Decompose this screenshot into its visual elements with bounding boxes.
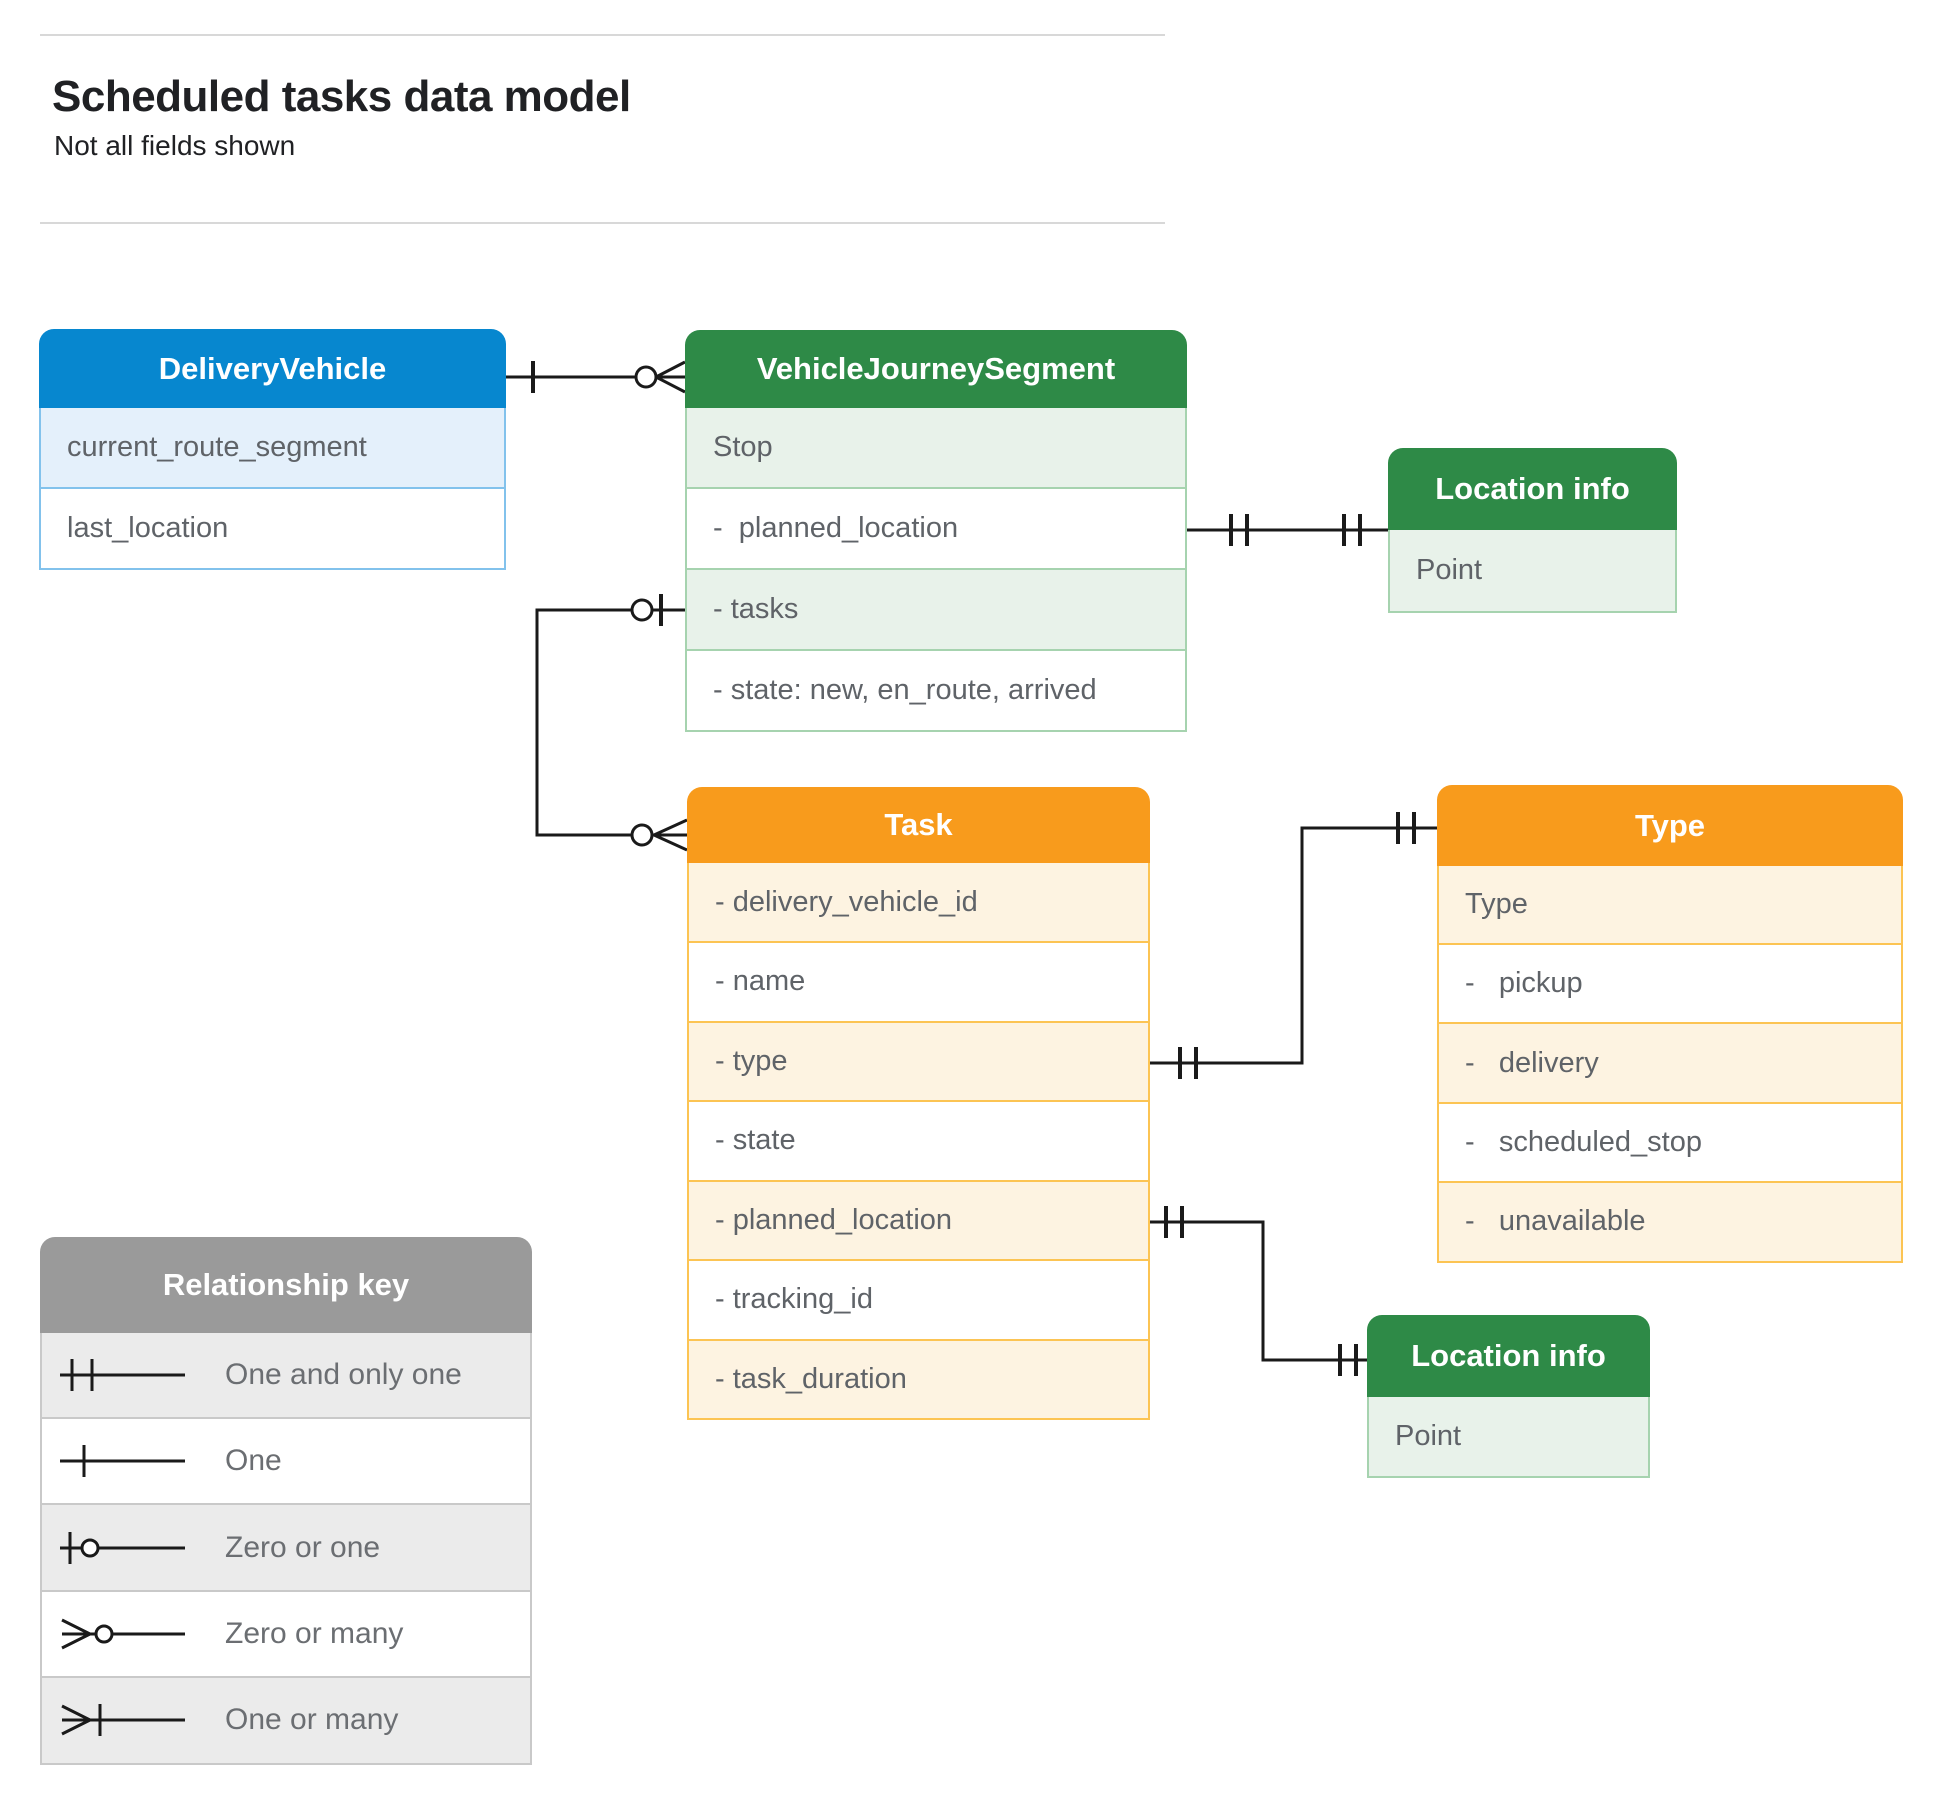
field-planned-location: - planned_location — [689, 1179, 1148, 1259]
rel-vehiclejourneysegment-locationinfo — [1187, 514, 1388, 546]
entity-vehicle-journey-segment: VehicleJourneySegment Stop - planned_loc… — [685, 330, 1187, 732]
zero-or-many-icon — [61, 1618, 185, 1650]
field-name: - name — [689, 941, 1148, 1021]
legend-label: Zero or many — [225, 1616, 404, 1650]
field-pickup: - pickup — [1439, 943, 1901, 1022]
relationship-key: Relationship key One and only one One Ze… — [40, 1237, 532, 1765]
field-stop: Stop — [687, 408, 1185, 487]
entity-task-title: Task — [687, 787, 1150, 863]
entity-delivery-vehicle-title: DeliveryVehicle — [39, 329, 506, 408]
entity-task: Task - delivery_vehicle_id - name - type… — [687, 787, 1150, 1420]
field-tracking-id: - tracking_id — [689, 1259, 1148, 1339]
one-or-many-icon — [61, 1704, 185, 1737]
field-type: - type — [689, 1020, 1148, 1100]
legend-label: One and only one — [225, 1358, 462, 1391]
page-title: Scheduled tasks data model — [52, 72, 631, 121]
relationship-key-title: Relationship key — [40, 1237, 532, 1333]
field-state: - state — [689, 1100, 1148, 1180]
field-scheduled-stop: - scheduled_stop — [1439, 1101, 1901, 1181]
field-delivery: - delivery — [1439, 1022, 1901, 1102]
field-state: - state: new, en_route, arrived — [687, 649, 1185, 730]
field-last-location: last_location — [41, 487, 504, 568]
rel-task-locationinfo — [1150, 1206, 1367, 1376]
rel-task-type — [1150, 812, 1437, 1079]
one-and-only-one-icon — [60, 1359, 185, 1391]
field-point: Point — [1390, 530, 1675, 611]
field-task-duration: - task_duration — [689, 1338, 1148, 1418]
field-planned-location: - planned_location — [687, 487, 1185, 568]
entity-delivery-vehicle: DeliveryVehicle current_route_segment la… — [39, 329, 506, 570]
entity-location-info-bottom: Location info Point — [1367, 1315, 1650, 1478]
legend-label: One — [225, 1444, 282, 1478]
legend-item: Zero or one — [42, 1503, 530, 1590]
one-icon — [60, 1445, 185, 1478]
entity-type-title: Type — [1437, 785, 1903, 866]
entity-vehicle-journey-segment-title: VehicleJourneySegment — [685, 330, 1187, 408]
legend-item: One — [42, 1417, 530, 1503]
subtitle-divider — [40, 222, 1165, 224]
field-unavailable: - unavailable — [1439, 1181, 1901, 1261]
entity-location-info-top: Location info Point — [1388, 448, 1677, 613]
field-point: Point — [1369, 1397, 1648, 1476]
entity-type: Type Type - pickup - delivery - schedule… — [1437, 785, 1903, 1263]
legend-item: Zero or many — [42, 1589, 530, 1676]
legend-label: One or many — [225, 1703, 399, 1737]
rel-vehiclejourneysegment-task — [535, 594, 688, 852]
entity-location-info-bottom-title: Location info — [1367, 1315, 1650, 1397]
field-current-route-segment: current_route_segment — [41, 408, 504, 487]
legend-item: One and only one — [42, 1333, 530, 1417]
legend-item: One or many — [42, 1676, 530, 1763]
entity-location-info-top-title: Location info — [1388, 448, 1677, 530]
field-type-label: Type — [1439, 866, 1901, 943]
legend-label: Zero or one — [225, 1530, 381, 1564]
page-subtitle: Not all fields shown — [54, 130, 296, 161]
zero-or-one-icon — [60, 1531, 185, 1564]
field-delivery-vehicle-id: - delivery_vehicle_id — [689, 863, 1148, 941]
field-tasks: - tasks — [687, 568, 1185, 649]
top-divider — [40, 34, 1165, 36]
rel-deliveryvehicle-vehiclejourneysegment — [506, 360, 686, 394]
